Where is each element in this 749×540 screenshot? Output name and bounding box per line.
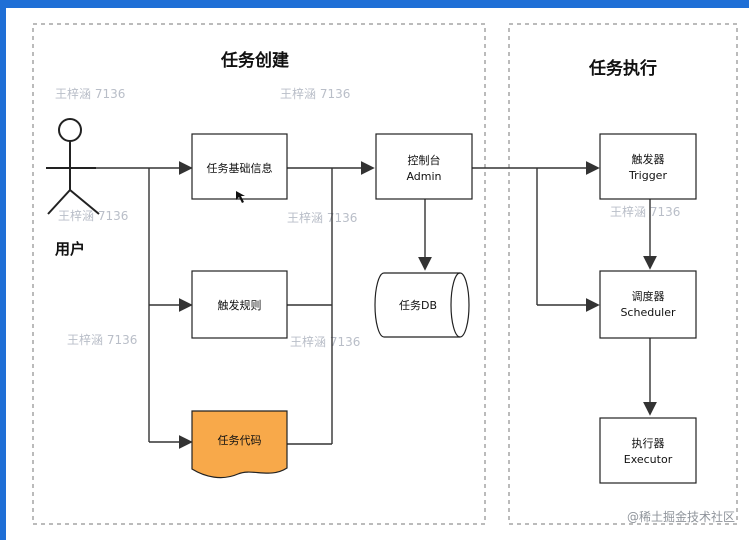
svg-text:王梓涵 7136: 王梓涵 7136	[290, 334, 360, 349]
task-basic-info-label: 任务基础信息	[207, 161, 273, 175]
task-execution-group	[508, 23, 738, 525]
window-border-left	[0, 0, 6, 540]
task-db-label: 任务DB	[399, 299, 437, 312]
svg-text:王梓涵 7136: 王梓涵 7136	[280, 86, 350, 101]
trigger-node	[599, 133, 697, 200]
task-db-node	[374, 272, 470, 338]
task-code-label: 任务代码	[218, 434, 262, 447]
task-basic-info-node	[191, 133, 288, 200]
executor-cn-label: 执行器	[632, 436, 665, 450]
trigger-rules-node	[191, 270, 288, 339]
scheduler-en-label: Scheduler	[620, 306, 676, 319]
window-border-top	[0, 0, 749, 8]
juejin-watermark: @稀土掘金技术社区	[627, 509, 735, 524]
admin-en-label: Admin	[406, 170, 441, 183]
task-creation-group	[32, 23, 486, 525]
trigger-rules-label: 触发规则	[218, 298, 262, 312]
executor-en-label: Executor	[624, 453, 673, 466]
user-actor-icon	[46, 118, 100, 215]
scheduler-node	[599, 270, 697, 339]
scheduler-cn-label: 调度器	[632, 289, 665, 303]
admin-node	[375, 133, 473, 200]
task-code-node	[191, 410, 288, 479]
creation-title: 任务创建	[220, 50, 289, 71]
admin-cn-label: 控制台	[408, 153, 441, 167]
executor-node	[599, 417, 697, 484]
svg-text:王梓涵 7136: 王梓涵 7136	[287, 210, 357, 225]
svg-text:王梓涵 7136: 王梓涵 7136	[67, 332, 137, 347]
trigger-cn-label: 触发器	[632, 152, 665, 166]
svg-text:王梓涵 7136: 王梓涵 7136	[610, 204, 680, 219]
mouse-cursor-icon	[236, 191, 245, 203]
svg-text:王梓涵 7136: 王梓涵 7136	[55, 86, 125, 101]
user-label: 用户	[55, 240, 85, 258]
svg-text:王梓涵 7136: 王梓涵 7136	[58, 208, 128, 223]
trigger-en-label: Trigger	[628, 169, 667, 182]
execution-title: 任务执行	[588, 58, 657, 79]
